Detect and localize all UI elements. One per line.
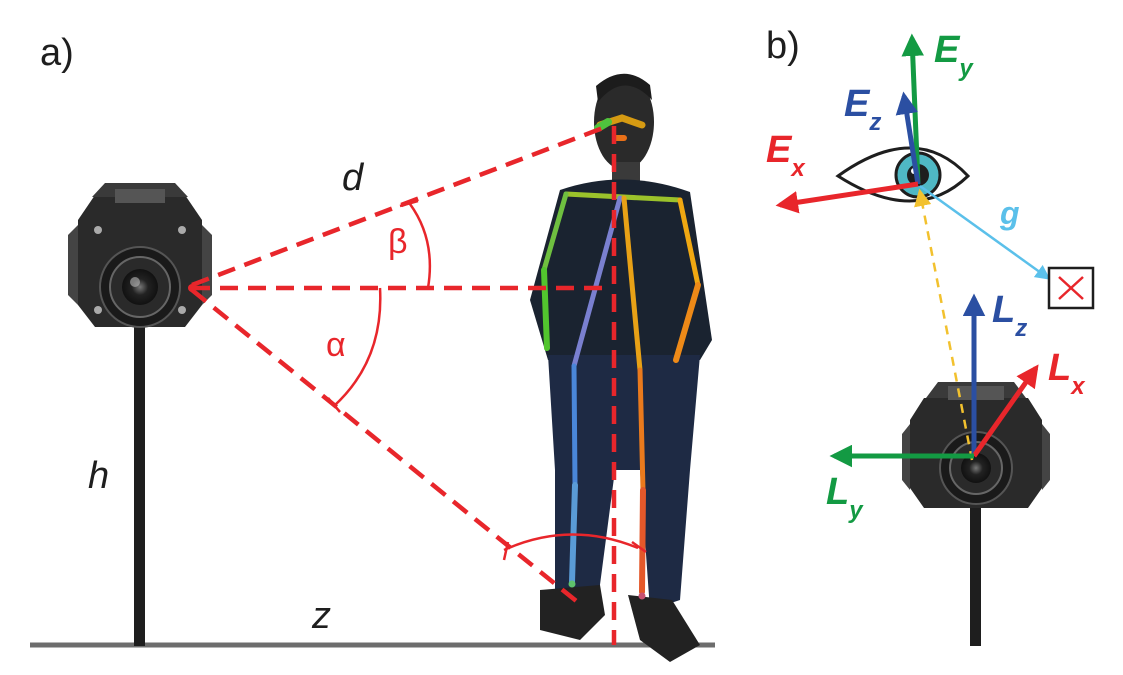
label-d: d [342, 157, 365, 199]
geometry-lines [190, 123, 617, 645]
sensor-pole [134, 318, 145, 646]
label-ly: Ly [826, 471, 864, 524]
panel-b-label: b) [766, 25, 800, 67]
axis-ez [895, 91, 921, 185]
target-x-icon [1047, 266, 1095, 310]
gaze-vector [919, 184, 1051, 280]
person-silhouette-icon [530, 73, 712, 662]
label-ez: Ez [844, 83, 881, 136]
axis-ex [775, 181, 919, 214]
label-lx: Lx [1048, 347, 1086, 400]
label-ey: Ey [934, 29, 974, 82]
sensor-pole-b [970, 500, 981, 646]
lidar-camera-icon [68, 183, 212, 328]
label-h: h [88, 455, 109, 497]
distance-line-d [191, 123, 609, 288]
label-z: z [311, 595, 331, 637]
panel-b: b) [766, 25, 1095, 646]
foot-angle-arc [503, 533, 639, 552]
axis-lx [971, 364, 1039, 458]
label-lz: Lz [992, 289, 1027, 342]
sensor-origin-point [188, 284, 196, 292]
panel-a-label: a) [40, 32, 74, 74]
alpha-arc [333, 287, 382, 407]
label-ex: Ex [766, 129, 806, 182]
label-alpha: α [326, 326, 346, 364]
foot-line [190, 288, 582, 606]
panel-a: a) [30, 32, 715, 662]
label-g: g [999, 195, 1020, 231]
beta-arc [408, 203, 432, 289]
label-beta: β [388, 223, 408, 261]
camera-to-eye-line [914, 188, 974, 461]
